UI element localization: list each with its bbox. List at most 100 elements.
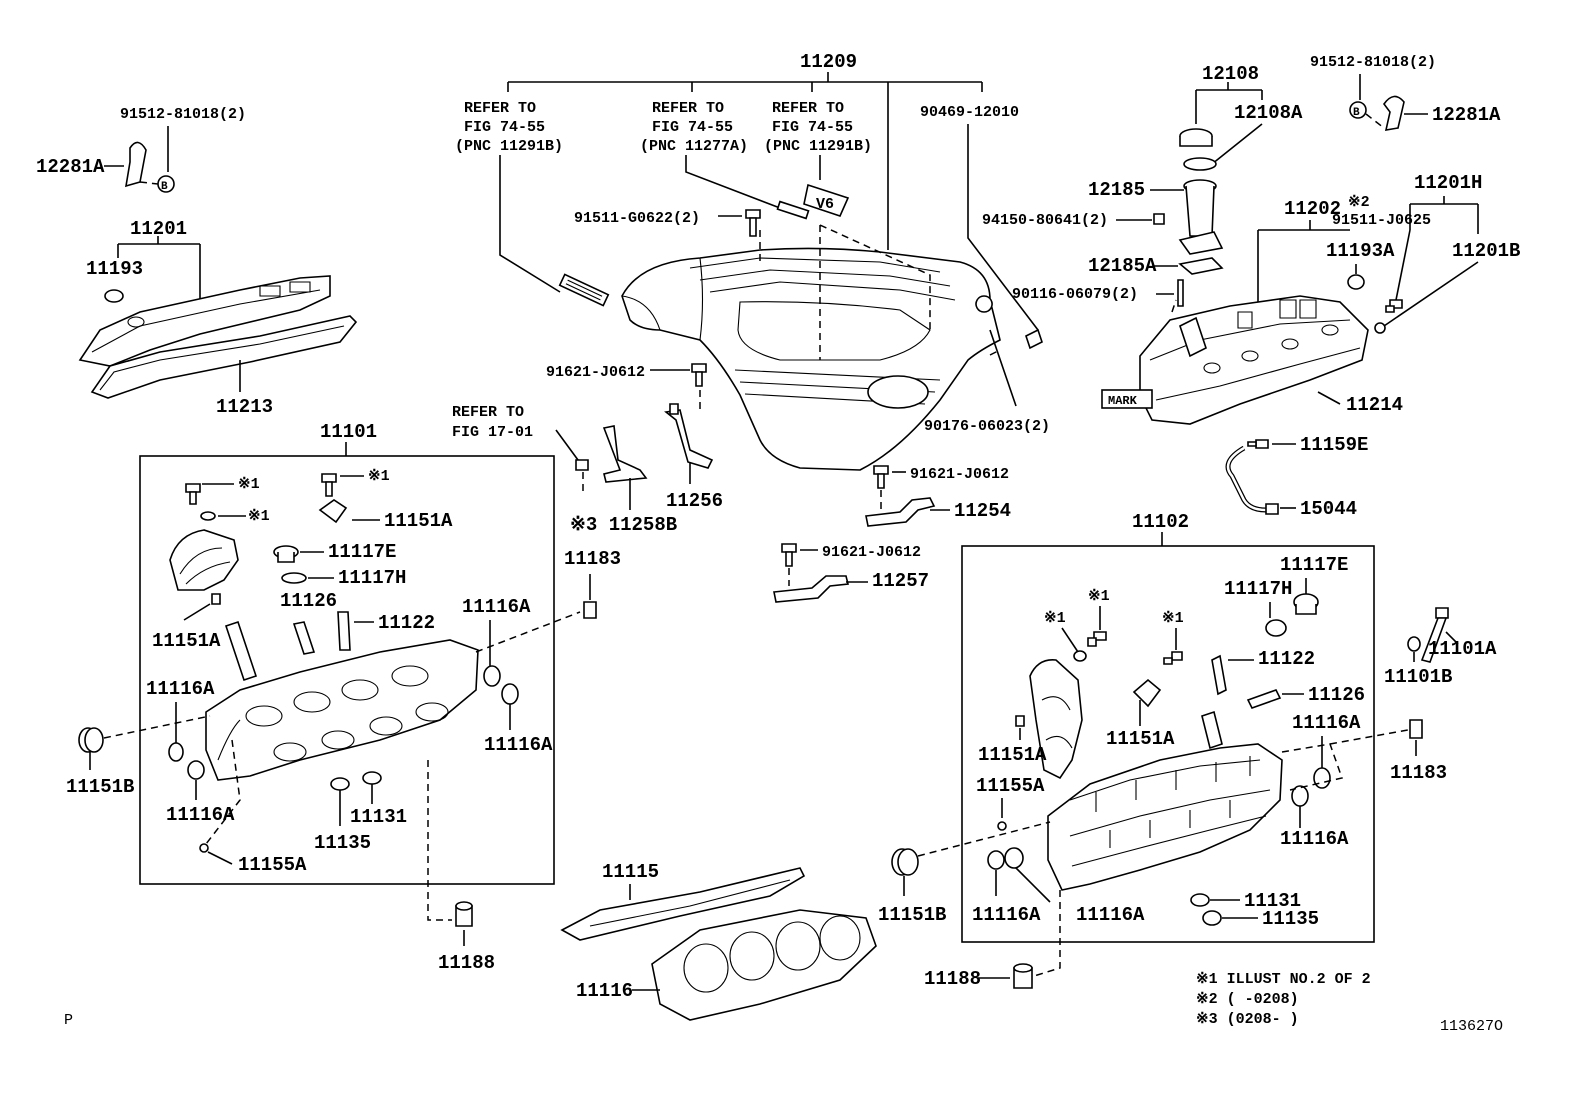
label-11193a: 11193A [1326,240,1395,262]
label-11159e: 11159E [1300,434,1368,456]
label-11117h-l: 11117H [338,567,406,589]
label-11116a-g: 11116A [972,904,1041,926]
washer-icon [200,511,216,521]
label-11201b: 11201B [1452,240,1520,262]
leader-90469 [967,124,1039,331]
seal-icon [987,850,1005,870]
guide-11183-l [475,611,581,653]
note-x2: ※2 ( -0208) [1196,991,1299,1008]
label-12281a-left: 12281A [36,156,105,178]
cylinder-head-left-icon [205,639,479,781]
bolt-icon [873,465,889,489]
label-11115: 11115 [602,861,659,883]
label-11116a-f: 11116A [1280,828,1349,850]
note-x1: ※1 ILLUST NO.2 OF 2 [1196,971,1371,988]
leader-11151a-b [183,603,211,621]
seal-11117h-r-icon [1265,619,1287,637]
washer-icon [1073,650,1087,662]
plug-11135-r-icon [1202,910,1222,926]
label-11183-r: 11183 [1390,762,1447,784]
label-12281a-right: 12281A [1432,104,1501,126]
note-x3: ※3 (0208- ) [1196,1011,1299,1028]
plug-11131-r-icon [1190,893,1210,907]
pipe-11122-icon [337,611,351,651]
plug-11117e-icon [273,545,299,563]
label-11254: 11254 [954,500,1011,522]
bolt-icon [781,543,797,567]
bolt-11101a-icon [1420,607,1449,663]
label-11214: 11214 [1346,394,1403,416]
refer1-line3: (PNC 11291B) [455,138,563,155]
bolt-icon [1385,299,1403,313]
label-11101: 11101 [320,421,377,443]
bracket-11257-icon [773,575,849,603]
label-11101b: 11101B [1384,666,1452,688]
label-11155a-l: 11155A [238,854,307,876]
label-11131-r: 11131 [1244,890,1301,912]
label-91621-a: 91621-J0612 [546,364,645,381]
leader-refer1 [499,155,561,293]
small-emblem-icon [776,200,810,220]
pin-11155a-icon [199,843,209,853]
label-x1-a: ※1 [238,476,260,493]
label-11258b: ※3 11258B [570,514,677,536]
bolt-icon [1247,439,1269,449]
nut-icon [575,459,589,471]
leaders-11131-11135-r [1210,899,1258,919]
label-11155a-r: 11155A [976,775,1045,797]
cap-11193a-icon [1347,274,1365,290]
seal-11151b-r-icon [891,848,919,876]
bolt-icon [185,483,201,505]
bracket-11254-icon [865,497,936,527]
refer1-line2: FIG 74-55 [464,119,545,136]
b-marker-right-text: B [1353,107,1360,119]
stud-r-icon [1015,715,1025,727]
bolt-icon [321,473,337,497]
cap-11193-icon [104,289,124,303]
plug-11117e-r-icon [1293,593,1319,615]
plug-11131-icon [362,771,382,785]
label-11151a-b: 11151A [152,630,221,652]
stud-icon [211,593,221,605]
label-11151a-d: 11151A [1106,728,1175,750]
bracket-12108 [1195,82,1263,124]
stud-90116-icon [1177,279,1184,307]
leader-90176 [989,329,1017,407]
leader-11201b [1383,261,1479,327]
label-90469: 90469-12010 [920,104,1019,121]
label-11201: 11201 [130,218,187,240]
v6-emblem-icon: V6 [803,183,850,217]
valve-cover-right-icon [1139,295,1369,425]
seal-icon [1004,847,1024,869]
svg-text:V6: V6 [816,196,834,213]
label-x1-d: ※1 [1088,588,1110,605]
emblem-strip-icon [558,273,610,307]
plug-11135-icon [330,777,350,791]
bracket-11202 [1257,220,1350,306]
label-11122-r: 11122 [1258,648,1315,670]
timing-cover-r-icon [1029,659,1083,780]
leader-x1-e [1061,627,1079,653]
cap-11183-icon [583,601,597,619]
b-marker-right [1349,101,1367,119]
label-x1-b: ※1 [248,508,270,525]
guide-11188-r [1033,890,1061,977]
guide-11151b-l [103,715,211,739]
label-11126-r: 11126 [1308,684,1365,706]
label-11151a-c: 11151A [978,744,1047,766]
guide-filler [1171,299,1177,313]
seal-icon [501,683,519,705]
grommet-icon [975,295,993,313]
label-11135-l: 11135 [314,832,371,854]
bolt-icon [691,363,707,387]
pipe-11126-icon [292,621,316,655]
cap-11188-icon [455,901,473,927]
pipe-11126-r-icon [1246,689,1282,709]
label-11117e-l: 11117E [328,541,396,563]
seal-icon [483,665,501,687]
refer3-line1: REFER TO [772,100,844,117]
label-94150: 94150-80641(2) [982,212,1108,229]
label-91512-left: 91512-81018(2) [120,106,246,123]
label-90116: 90116-06079(2) [1012,286,1138,303]
